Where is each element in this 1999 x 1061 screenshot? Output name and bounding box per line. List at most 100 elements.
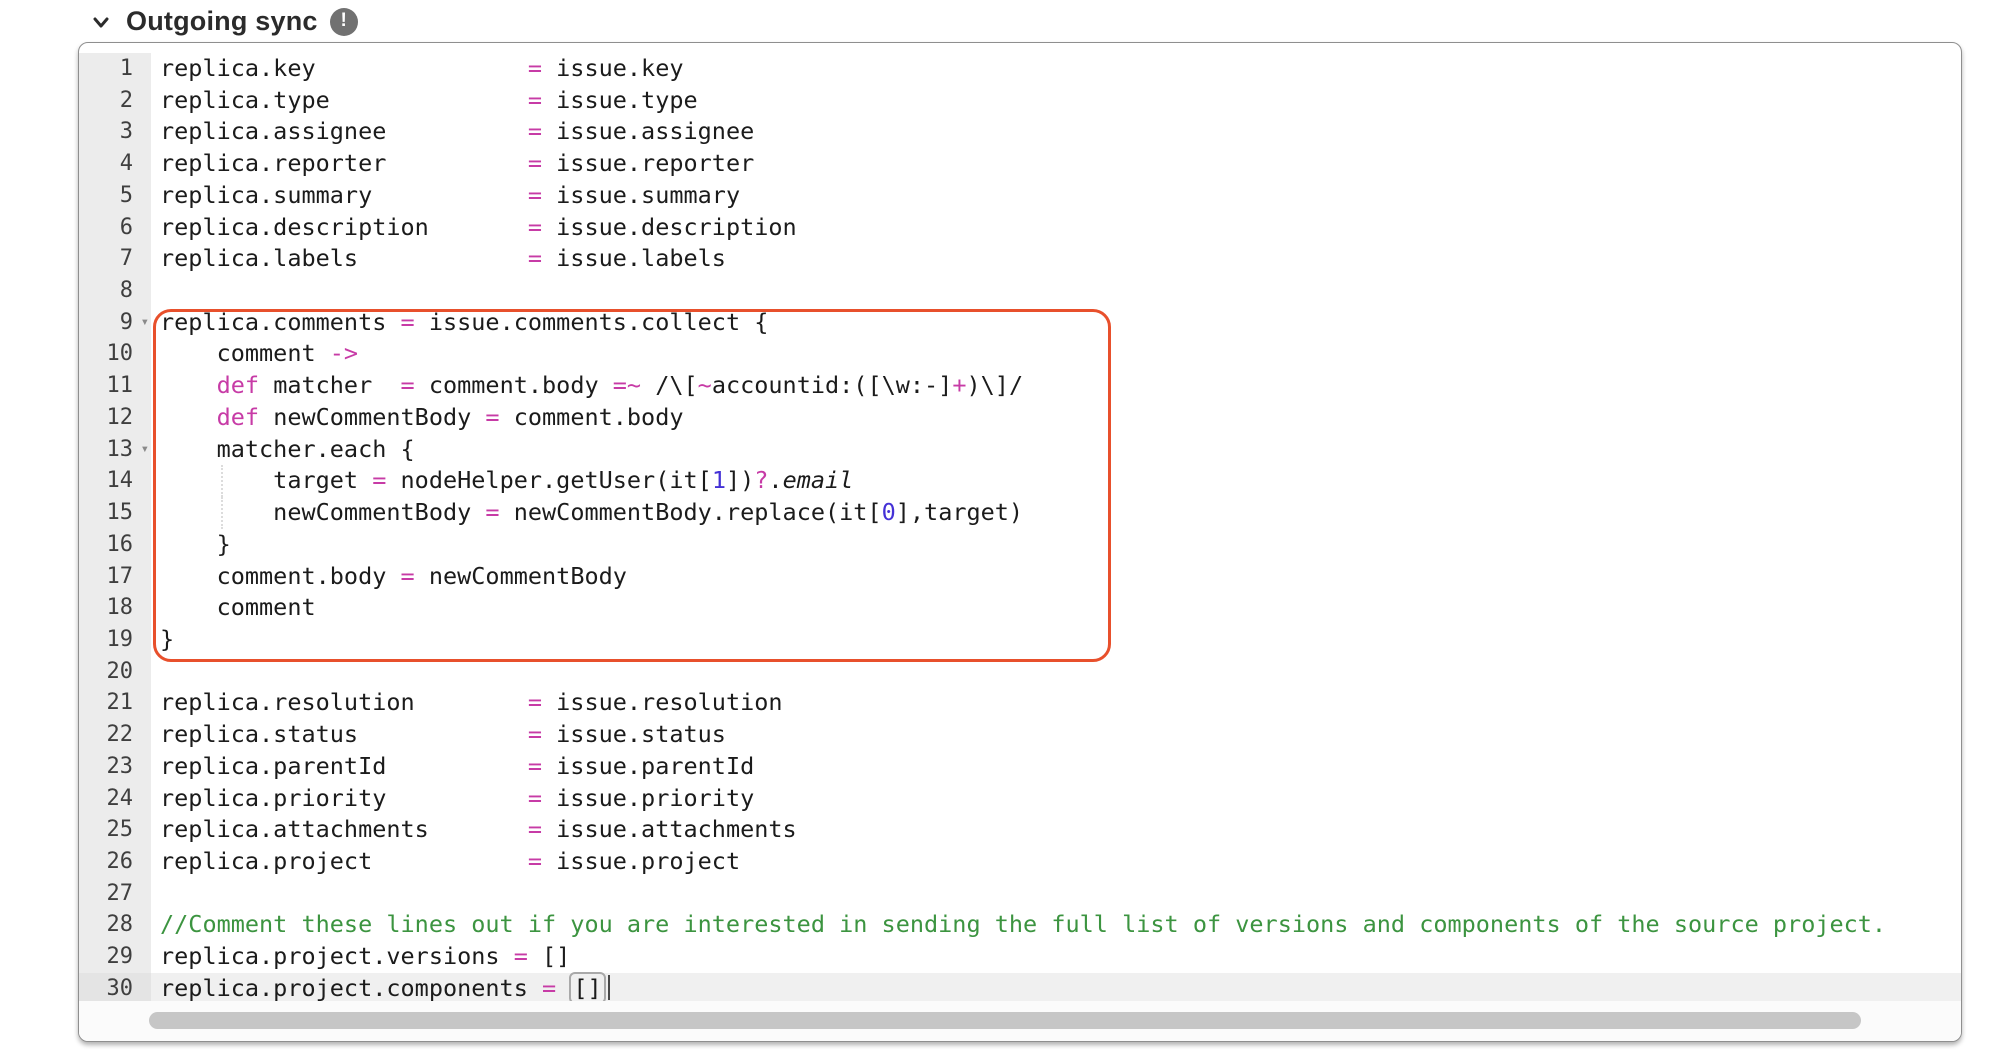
code-line-text[interactable]: comment ->	[151, 338, 1961, 370]
line-number: 14	[106, 468, 134, 494]
code-token: newCommentBody.replace(it[	[499, 498, 882, 527]
code-line-text[interactable]	[151, 656, 1961, 688]
code-token: =	[527, 688, 543, 717]
code-line-text[interactable]: replica.project.components = []	[151, 971, 1961, 1005]
code-line-text[interactable]: comment	[151, 592, 1961, 624]
code-token: }	[160, 624, 175, 653]
gutter-cell: 9▾	[79, 306, 151, 339]
code-line: 12 def newCommentBody = comment.body	[79, 401, 1961, 434]
code-token: =	[400, 371, 415, 400]
code-token: replica.assignee	[160, 117, 528, 146]
code-line-text[interactable]: def matcher = comment.body =~ /\[~accoun…	[151, 370, 1961, 402]
code-line-text[interactable]: }	[151, 529, 1961, 561]
code-line-text[interactable]: newCommentBody = newCommentBody.replace(…	[151, 497, 1961, 529]
gutter-cell: 12	[79, 401, 151, 434]
code-token: issue.status	[542, 720, 726, 749]
gutter-cell: 5	[79, 179, 151, 212]
text-cursor	[607, 974, 611, 1000]
code-token: replica.type	[160, 85, 528, 114]
code-token: =	[527, 783, 543, 812]
code-token: def	[216, 371, 260, 400]
code-line-text[interactable]: replica.type = issue.type	[151, 85, 1961, 117]
gutter-cell: 25	[79, 814, 151, 846]
code-token: replica.reporter	[160, 149, 528, 178]
code-token: issue.type	[542, 85, 698, 114]
code-line-text[interactable]: replica.resolution = issue.resolution	[151, 687, 1961, 719]
code-line-text[interactable]: replica.project = issue.project	[151, 846, 1961, 878]
code-line-text[interactable]: replica.parentId = issue.parentId	[151, 751, 1961, 783]
line-number: 4	[119, 151, 133, 177]
line-number: 23	[106, 753, 134, 779]
code-token: email	[782, 466, 854, 495]
code-token: 0	[881, 498, 896, 527]
error-badge-icon: !	[329, 7, 358, 36]
line-number: 17	[106, 563, 134, 589]
code-line-text[interactable]: replica.description = issue.description	[151, 212, 1961, 244]
code-line-text[interactable]: //Comment these lines out if you are int…	[151, 909, 1961, 941]
code-token: =	[485, 498, 500, 527]
code-token: issue.resolution	[542, 688, 783, 717]
code-line-text[interactable]: replica.attachments = issue.attachments	[151, 814, 1961, 846]
code-token: +	[952, 371, 967, 400]
line-number: 16	[106, 531, 134, 557]
line-number: 9	[119, 309, 133, 335]
code-line-text[interactable]: replica.assignee = issue.assignee	[151, 116, 1961, 148]
code-line-text[interactable]: replica.key = issue.key	[151, 53, 1961, 85]
code-token: issue.summary	[542, 180, 741, 209]
code-line-text[interactable]: replica.comments = issue.comments.collec…	[151, 307, 1961, 339]
code-token: replica.parentId	[160, 751, 528, 780]
code-line-text[interactable]: target = nodeHelper.getUser(it[1])?.emai…	[151, 465, 1961, 497]
gutter-cell: 28	[79, 909, 151, 942]
line-number: 21	[106, 690, 134, 716]
gutter-cell: 29	[79, 941, 151, 973]
code-line-text[interactable]: comment.body = newCommentBody	[151, 561, 1961, 593]
line-number: 24	[106, 785, 134, 811]
code-token: newCommentBody	[414, 561, 627, 590]
code-token: replica.status	[160, 720, 528, 749]
gutter-cell: 16	[79, 528, 151, 561]
error-badge-glyph: !	[340, 10, 347, 31]
code-token: comment.body	[160, 561, 401, 590]
collapse-chevron-icon[interactable]	[88, 9, 114, 35]
horizontal-scrollbar-thumb[interactable]	[149, 1012, 1861, 1029]
code-token: =~	[612, 371, 642, 400]
code-line: 8	[79, 275, 1961, 307]
code-token: replica.labels	[160, 244, 528, 273]
horizontal-scrollbar[interactable]	[79, 1001, 1961, 1041]
gutter-cell: 6	[79, 211, 151, 244]
code-line-text[interactable]	[151, 878, 1961, 910]
code-line: 21 replica.resolution = issue.resolution	[79, 687, 1961, 720]
code-line-text[interactable]: replica.reporter = issue.reporter	[151, 148, 1961, 180]
gutter-cell: 13▾	[79, 433, 151, 466]
code-line-text[interactable]: replica.priority = issue.priority	[151, 783, 1961, 815]
code-line-text[interactable]: def newCommentBody = comment.body	[151, 402, 1961, 434]
code-line-text[interactable]: replica.status = issue.status	[151, 719, 1961, 751]
line-number: 7	[119, 246, 133, 272]
code-line-text[interactable]: }	[151, 624, 1961, 656]
code-token: replica.key	[160, 54, 528, 82]
line-number: 15	[106, 500, 134, 526]
fold-toggle-icon[interactable]: ▾	[140, 313, 149, 330]
line-number: 3	[119, 119, 133, 145]
code-line: 3 replica.assignee = issue.assignee	[79, 116, 1961, 149]
code-token: =	[400, 307, 415, 336]
code-line-text[interactable]: replica.project.versions = []	[151, 941, 1961, 973]
gutter-cell: 2	[79, 84, 151, 117]
code-line-text[interactable]: replica.labels = issue.labels	[151, 243, 1961, 275]
code-token: =	[527, 720, 543, 749]
code-line-text[interactable]: matcher.each {	[151, 434, 1961, 466]
code-line: 15 newCommentBody = newCommentBody.repla…	[79, 497, 1961, 529]
code-line-text[interactable]	[151, 275, 1961, 307]
code-line-text[interactable]: replica.summary = issue.summary	[151, 180, 1961, 212]
line-number: 18	[106, 595, 134, 621]
fold-toggle-icon[interactable]: ▾	[140, 440, 149, 457]
code-token: comment	[160, 339, 330, 368]
code-token: issue.assignee	[542, 117, 755, 146]
gutter-cell: 19	[79, 623, 151, 656]
